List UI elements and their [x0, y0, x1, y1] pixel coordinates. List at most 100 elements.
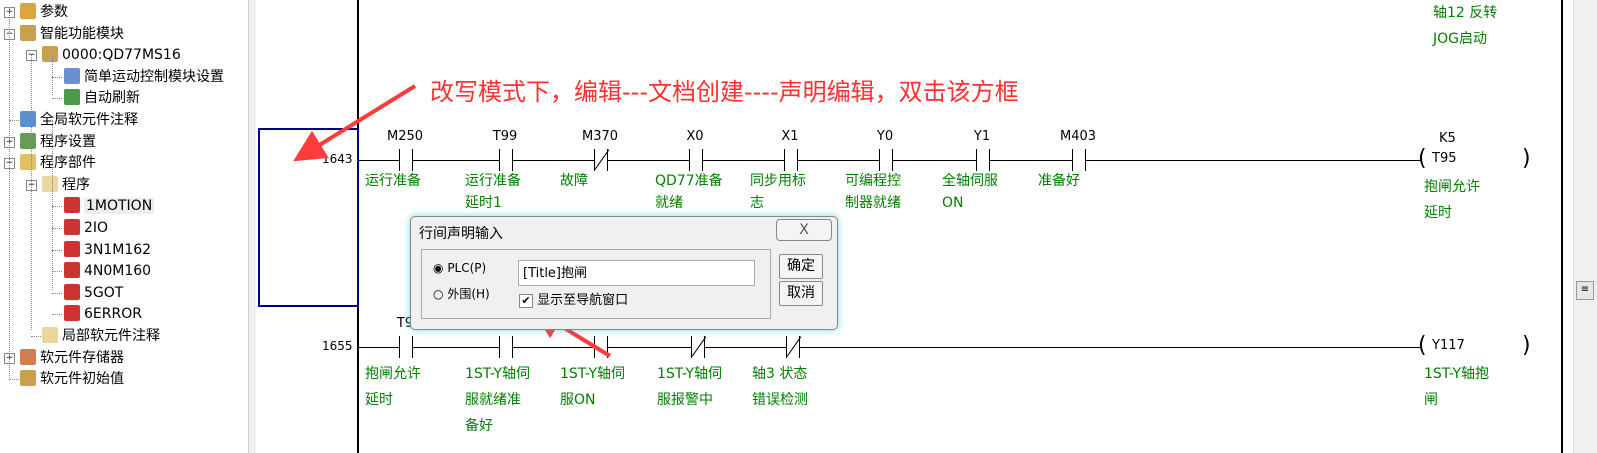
close-button[interactable]: X — [776, 219, 832, 241]
tree-item[interactable]: 5GOT — [64, 283, 123, 303]
statement-selection-box[interactable] — [258, 128, 359, 307]
scrollbar-thumb[interactable]: ≡ — [1576, 281, 1594, 300]
tree-item[interactable]: 程序部件 — [20, 153, 96, 173]
tree-item[interactable]: 程序设置 — [20, 132, 96, 152]
comment-line: 全轴伺服 — [942, 173, 998, 189]
radio-plc[interactable]: ◉ PLC(P) — [433, 261, 486, 275]
radio-plc-label: PLC(P) — [447, 261, 487, 275]
tree-line — [52, 206, 62, 208]
statement-input[interactable]: [Title]抱闸 — [518, 260, 755, 286]
comment-line: 服报警中 — [657, 392, 713, 408]
tree-line — [9, 10, 10, 380]
tree-item-label: 全局软元件注释 — [40, 112, 138, 128]
no-contact[interactable] — [976, 149, 990, 171]
contact-comment: 故障 — [560, 170, 650, 192]
tree-item-label: 程序设置 — [40, 133, 96, 150]
tree-item[interactable]: 参数 — [20, 2, 68, 22]
tree-item-label: 5GOT — [84, 284, 124, 301]
tree-item-label: 软元件存储器 — [40, 349, 124, 366]
tree-item[interactable]: 4N0M160 — [64, 261, 151, 281]
device-label: M403 — [1059, 129, 1097, 144]
show-in-navigation-checkbox[interactable]: ✔ 显示至导航窗口 — [519, 289, 628, 308]
dialog-group — [421, 249, 771, 319]
tree-line — [52, 120, 53, 290]
statement-input-dialog: 行间声明输入 X ◉ PLC(P) ○ 外围(H) [Title]抱闸 ✔ 显示… — [410, 216, 838, 330]
tree-item[interactable]: 3N1M162 — [64, 240, 151, 260]
program-file-icon — [64, 197, 80, 214]
radio-external[interactable]: ○ 外围(H) — [433, 285, 490, 302]
comment-line: 准备好 — [1038, 173, 1080, 189]
tree-line — [52, 76, 62, 78]
check-icon: ✔ — [519, 294, 533, 308]
coil-device[interactable]: T95 — [1432, 151, 1457, 166]
tree-item[interactable]: 简单运动控制模块设置 — [64, 67, 224, 87]
program-file-icon — [64, 219, 80, 235]
coil-comment: 1ST-Y轴抱闸 — [1424, 361, 1514, 413]
cancel-button[interactable]: 取消 — [779, 281, 823, 306]
coil-right-paren: ) — [1522, 146, 1531, 171]
comment-line: 1ST-Y轴伺 — [657, 366, 723, 382]
tree-item-label: 自动刷新 — [84, 90, 140, 107]
tree-item[interactable]: 2IO — [64, 218, 108, 238]
contact-comment: 同步用标志 — [750, 170, 840, 214]
coil-device[interactable]: Y117 — [1432, 338, 1465, 353]
tree-line — [52, 314, 62, 316]
device-label: M370 — [581, 129, 619, 144]
no-contact[interactable] — [399, 149, 413, 171]
tree-item[interactable]: 程序 — [42, 175, 90, 195]
no-contact[interactable] — [879, 149, 893, 171]
comment-line: 备好 — [465, 418, 493, 434]
comment-line: QD77准备 — [655, 173, 723, 189]
tree-line — [31, 336, 41, 337]
checkbox-label: 显示至导航窗口 — [537, 293, 629, 308]
tree-item[interactable]: 软元件初始值 — [20, 369, 124, 389]
tree-item-label: 3N1M162 — [84, 241, 152, 258]
ok-button[interactable]: 确定 — [779, 254, 823, 279]
nc-contact[interactable] — [691, 336, 705, 358]
nc-contact[interactable] — [786, 336, 800, 358]
program-file-icon — [64, 283, 80, 300]
comment-line: 1ST-Y轴抱 — [1424, 366, 1490, 382]
coil-left-paren: ( — [1418, 333, 1427, 358]
device-label: Y1 — [973, 129, 991, 144]
tree-item-label: 6ERROR — [84, 306, 142, 323]
tree-item-label: 1MOTION — [84, 198, 155, 215]
comment-line: 轴3 状态 — [752, 366, 808, 382]
project-tree[interactable]: 参数+智能功能模块−0000:QD77MS16−简单运动控制模块设置自动刷新全局… — [0, 0, 248, 453]
tree-item[interactable]: 全局软元件注释 — [20, 110, 138, 130]
tree-node-icon — [20, 132, 36, 149]
tree-item[interactable]: 软元件存储器 — [20, 348, 124, 368]
tree-item-label: 软元件初始值 — [40, 371, 124, 388]
no-contact[interactable] — [499, 336, 513, 358]
no-contact[interactable] — [1072, 149, 1086, 171]
vertical-scrollbar[interactable] — [1573, 0, 1597, 453]
no-contact[interactable] — [784, 149, 798, 171]
no-contact[interactable] — [689, 149, 703, 171]
contact-comment: 可编程控制器就绪 — [845, 170, 935, 214]
tree-item[interactable]: 0000:QD77MS16 — [42, 45, 181, 65]
device-label: X0 — [686, 129, 704, 144]
no-contact[interactable] — [399, 336, 413, 358]
dialog-title: 行间声明输入 — [419, 226, 503, 242]
tree-item[interactable]: 智能功能模块 — [20, 24, 124, 44]
comment-line: 运行准备 — [465, 173, 521, 189]
tree-item[interactable]: 局部软元件注释 — [42, 326, 160, 346]
comment-line: 制器就绪 — [845, 195, 901, 211]
tree-item-label: 简单运动控制模块设置 — [84, 68, 224, 85]
comment-line: 轴12 反转 — [1433, 5, 1498, 21]
tree-item[interactable]: 1MOTION — [64, 196, 155, 216]
no-contact[interactable] — [499, 149, 513, 171]
tree-node-icon — [64, 67, 80, 84]
contact-comment: 1ST-Y轴伺服就绪准备好 — [465, 361, 555, 439]
tree-item[interactable]: 自动刷新 — [64, 88, 140, 108]
contact-comment: 抱闸允许延时 — [365, 361, 455, 413]
tree-item-label: 局部软元件注释 — [62, 328, 160, 344]
no-contact[interactable] — [594, 336, 608, 358]
comment-line: 抱闸允许 — [1424, 179, 1480, 195]
comment-line: 1ST-Y轴伺 — [465, 366, 531, 382]
tree-node-icon — [42, 327, 58, 343]
tree-item[interactable]: 6ERROR — [64, 304, 142, 324]
nc-contact[interactable] — [594, 149, 608, 171]
